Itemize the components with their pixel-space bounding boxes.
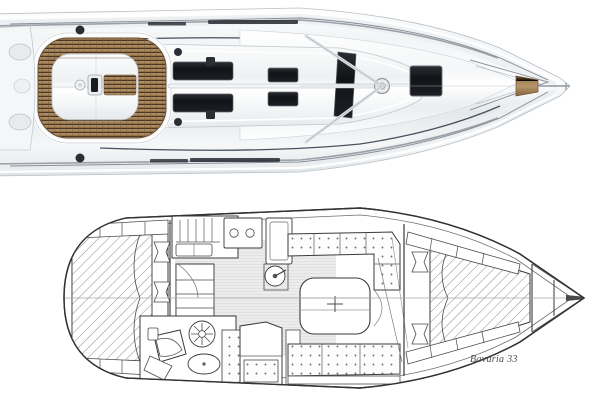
transom-swim-platform — [0, 25, 36, 151]
stove-burner-left — [229, 228, 239, 238]
galley-tap — [274, 269, 287, 277]
deck-cleat-starboard — [206, 110, 215, 119]
coachroof-window-port — [172, 61, 234, 81]
saloon-sight-line-port — [377, 257, 403, 363]
cockpit-teak-insert — [103, 74, 137, 96]
settee-starboard-seams — [321, 344, 361, 376]
saloon-table-centre-marker — [327, 296, 343, 312]
model-name-label: Bavaria 33 — [470, 354, 518, 365]
cockpit — [31, 31, 173, 145]
head-compartment — [139, 315, 241, 388]
side-deck-starboard — [0, 88, 556, 170]
toe-rail-starboard — [0, 117, 499, 165]
coachroof-windows — [172, 61, 299, 113]
sheer-stripe-starboard — [99, 105, 501, 151]
winch-starboard — [174, 118, 182, 126]
stern-cleat-starboard — [75, 153, 85, 163]
deck-cleat-port — [206, 57, 215, 66]
deck-view-panel — [0, 7, 571, 177]
stove-two-burner — [223, 217, 263, 249]
forward-cabin-lockers — [405, 231, 521, 365]
head-locker — [221, 329, 241, 385]
accommodation-plan-svg — [0, 198, 600, 400]
settee-port — [287, 231, 401, 291]
settee-starboard — [287, 343, 401, 377]
stove-burner-right — [245, 228, 255, 238]
guard-rail-port — [9, 17, 549, 81]
nav-seat — [243, 359, 279, 383]
forward-cushion-starboard — [411, 323, 429, 345]
step-door-swing — [177, 263, 199, 299]
bathing-ladder-recess — [13, 78, 31, 94]
winch-port — [174, 48, 182, 56]
deck-hatch-forward — [409, 65, 443, 97]
stern-cleat-port — [75, 25, 85, 35]
transom-locker-starboard — [8, 113, 32, 131]
toe-rail-port — [0, 19, 499, 59]
traveller-track-port — [148, 22, 186, 26]
forepeak-outline — [531, 263, 584, 333]
genoa-track-port — [208, 20, 298, 24]
galley — [171, 215, 293, 291]
rig-assembly — [167, 34, 410, 144]
deck-hatch-mid-starboard — [267, 91, 299, 107]
settee-starboard-front — [287, 375, 401, 385]
coachroof-window-starboard — [172, 93, 234, 113]
centreline-marker-bow — [566, 295, 584, 301]
deck-hatch-mid-port — [267, 67, 299, 83]
transom-locker-port — [8, 43, 32, 61]
saloon — [287, 231, 409, 385]
traveller-track-starboard — [150, 159, 188, 163]
table-leaf-swing — [373, 289, 383, 327]
forward-cushion-port — [411, 251, 429, 273]
genoa-track-starboard — [190, 158, 280, 162]
anchor-roller-bow — [515, 75, 539, 97]
accommodation-plan-panel — [0, 198, 600, 400]
toilet-cistern — [147, 327, 159, 341]
deck-render-svg — [0, 7, 571, 177]
pulpit — [469, 59, 550, 111]
guard-rail-starboard — [9, 91, 549, 167]
companionway-opening — [91, 78, 98, 92]
hull-outline-overlay — [63, 207, 586, 389]
galley-draining-board — [176, 218, 220, 243]
